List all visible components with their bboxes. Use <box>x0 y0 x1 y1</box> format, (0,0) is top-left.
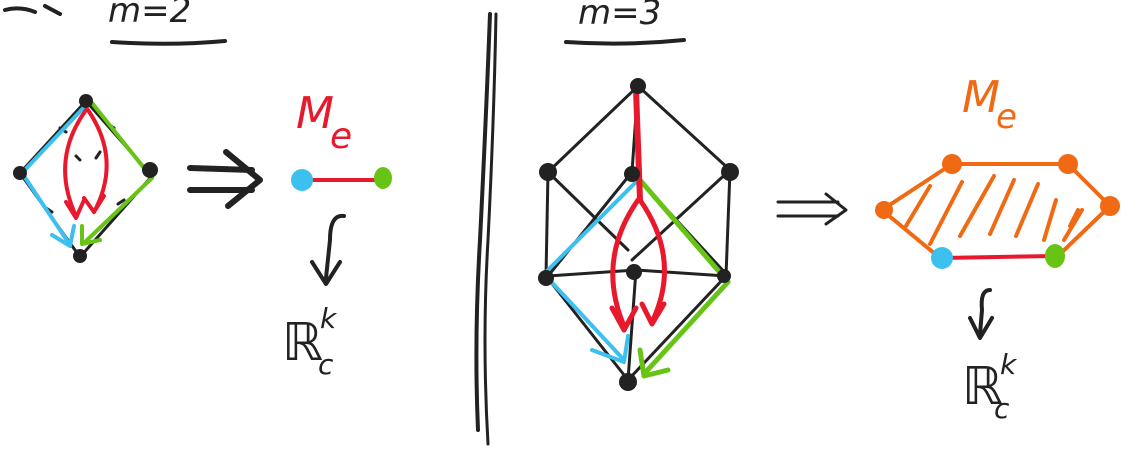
red-stem <box>636 90 640 200</box>
cell-vertex-top-right <box>1058 154 1078 174</box>
cell-red-edge <box>942 256 1054 258</box>
target-subscript: c <box>994 392 1010 425</box>
map-arrow-shaft <box>190 168 252 190</box>
blob-label-main: M <box>962 72 1000 123</box>
left-panel: m=2 M <box>5 0 392 381</box>
cell-vertex-top-left <box>942 154 962 174</box>
blob-label-main: M <box>296 88 334 139</box>
right-embedding-arrow <box>970 290 992 338</box>
right-cube-graph <box>538 78 739 391</box>
cell-vertex-blue <box>931 247 953 269</box>
target-space-symbol: ℝ <box>282 313 323 373</box>
right-map-arrow <box>778 194 846 224</box>
left-heading-underline <box>112 41 225 44</box>
right-heading-underline <box>566 40 684 44</box>
vertex-mid-right <box>721 163 739 181</box>
left-embedding-arrow <box>312 216 344 284</box>
vertex-top <box>630 78 646 94</box>
vertex-top <box>79 94 93 108</box>
cell-hatching <box>906 176 1082 244</box>
map-arrow-shaft <box>778 202 838 216</box>
right-blob-label: M e <box>962 72 1017 137</box>
target-subscript: c <box>318 348 334 381</box>
left-diamond-graph <box>13 94 158 263</box>
map-arrow-head <box>226 152 260 206</box>
blob-label-subscript: e <box>330 116 352 157</box>
left-map-arrow <box>190 152 260 206</box>
vertex-low-center <box>626 264 642 280</box>
left-blob-label: M e <box>296 88 352 157</box>
map-arrow-head <box>826 194 846 224</box>
vertex-right <box>142 162 158 178</box>
segment-start-dot <box>291 169 313 191</box>
left-target-space: ℝ k c <box>282 302 338 381</box>
left-heading: m=2 <box>108 0 191 31</box>
left-edge-segment <box>291 167 392 191</box>
right-orange-cell <box>875 154 1120 269</box>
panel-divider <box>476 14 496 444</box>
vertex-low-left <box>538 270 554 286</box>
vertex-mid-left <box>539 163 557 181</box>
vertex-left <box>13 166 27 180</box>
right-panel: m=3 <box>538 0 1120 425</box>
cell-vertex-left <box>875 201 893 219</box>
diamond-edges <box>20 101 152 257</box>
vertex-bottom <box>73 249 87 263</box>
blob-label-subscript: e <box>996 97 1017 137</box>
vertex-bottom <box>619 373 637 391</box>
green-path <box>640 180 728 374</box>
left-heading-scribble <box>5 6 60 14</box>
vertex-mid-center <box>624 166 640 182</box>
right-target-space: ℝ k c <box>962 348 1018 425</box>
cell-vertex-right <box>1100 196 1120 216</box>
cell-vertex-green <box>1045 244 1065 268</box>
vertex-low-right <box>717 269 731 283</box>
segment-end-dot <box>374 167 392 189</box>
target-superscript: k <box>1000 348 1018 381</box>
right-heading: m=3 <box>578 0 661 33</box>
target-superscript: k <box>320 302 338 335</box>
